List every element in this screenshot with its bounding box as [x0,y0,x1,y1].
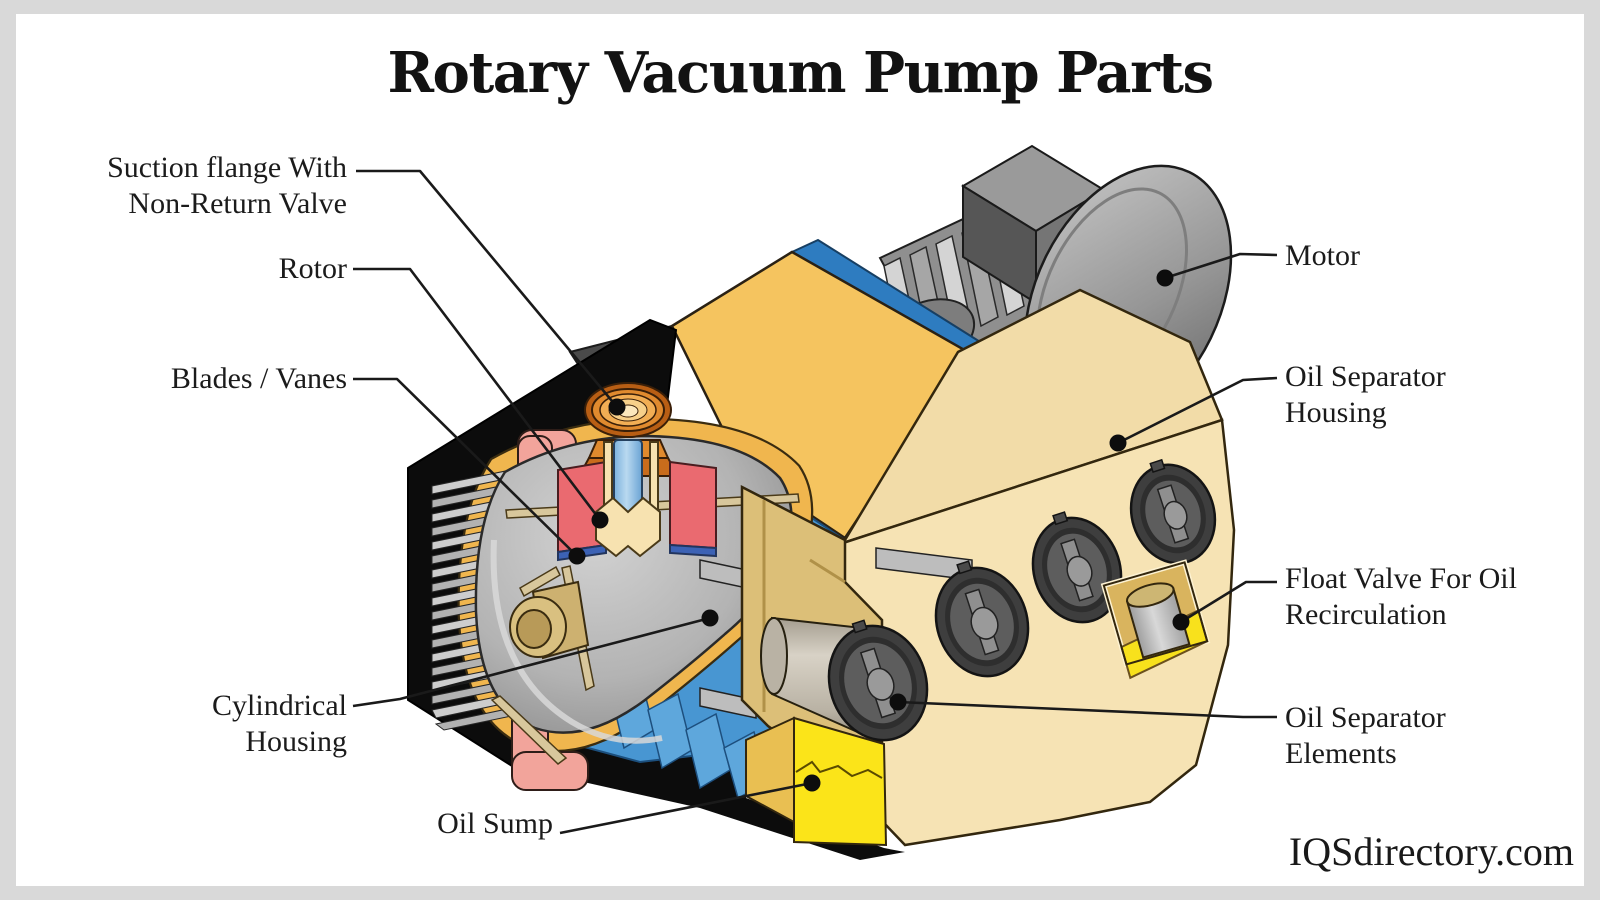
label-oil-sump: Oil Sump [437,807,553,840]
leader-cylindrical-housing [352,616,711,708]
oil-separator-housing [699,288,1236,847]
label-float-valve-line1: Float Valve For Oil [1285,562,1517,595]
leader-lines [352,169,1278,835]
oil-separator-element [934,560,1030,678]
leader-suction-flange [356,169,618,408]
label-suction-flange-line2: Non-Return Valve [128,187,347,220]
label-blades-vanes: Blades / Vanes [170,362,347,395]
label-float-valve: Float Valve For Oil Recirculation [1285,561,1517,633]
oil-sump [745,716,888,847]
label-oil-separator-elements-line1: Oil Separator [1285,701,1446,734]
rotor-shaft-stub [509,580,590,660]
label-cylindrical-housing: Cylindrical Housing [212,688,347,760]
label-oil-separator-housing: Oil Separator Housing [1285,359,1446,431]
leader-motor [1164,252,1278,280]
oil-separator-element [1129,458,1217,565]
label-suction-flange-line1: Suction flange With [107,151,347,184]
oil-separator-element [1031,511,1123,624]
watermark: IQSdirectory.com [1288,829,1574,874]
label-float-valve-line2: Recirculation [1285,598,1447,631]
suction-flange [557,382,717,562]
label-oil-separator-elements-line2: Elements [1285,737,1397,770]
label-oil-separator-elements: Oil Separator Elements [1285,700,1446,772]
leader-oil-sump [559,781,813,835]
leader-oil-separator-elements [897,700,1277,719]
leader-blades-vanes [353,377,578,557]
leader-dots [568,269,1190,792]
leader-float-valve [1180,580,1277,624]
leader-rotor [353,267,602,521]
label-cylindrical-housing-line2: Housing [245,725,347,758]
label-suction-flange: Suction flange With Non-Return Valve [107,150,347,222]
label-oil-separator-housing-line1: Oil Separator [1285,360,1446,393]
page-title: Rotary Vacuum Pump Parts [387,40,1214,106]
label-rotor: Rotor [278,252,347,285]
label-motor: Motor [1285,239,1360,272]
label-oil-separator-housing-line2: Housing [1285,396,1387,429]
oil-separator-element [827,619,929,742]
label-cylindrical-housing-line1: Cylindrical [212,689,347,722]
leader-oil-separator-housing [1117,376,1278,445]
